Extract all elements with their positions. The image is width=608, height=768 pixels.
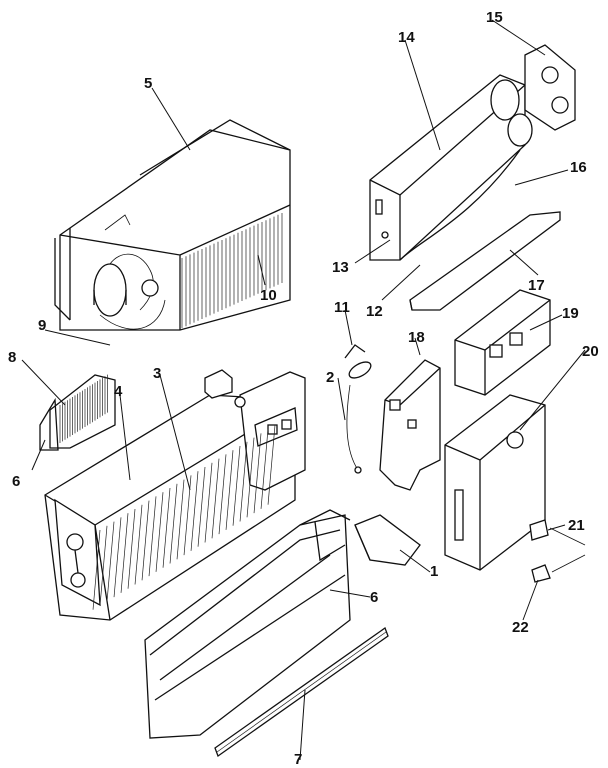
vent-plate — [524, 44, 576, 131]
coil-fin — [155, 492, 164, 572]
callout-13: 13 — [332, 259, 349, 276]
evaporator-coil — [92, 424, 276, 610]
callout-3: 7 — [294, 751, 302, 768]
coil-fin — [148, 496, 157, 577]
coil-fin — [92, 529, 101, 610]
small-coil-assembly — [39, 374, 116, 451]
coil-fin — [239, 441, 248, 522]
leader-lines — [21, 19, 586, 761]
front-grille — [144, 509, 351, 739]
callout-22: 22 — [512, 619, 529, 636]
callout-6-top: 5 — [144, 75, 152, 92]
coil-fin — [176, 479, 185, 560]
chassis-assembly — [54, 119, 291, 331]
callout-14: 14 — [398, 29, 415, 46]
main-unit — [44, 369, 306, 621]
motor-parts — [344, 344, 372, 474]
housing-top — [369, 74, 533, 261]
callout-21: 21 — [568, 517, 585, 534]
compressor-icon — [93, 263, 127, 317]
coil-fin — [127, 508, 136, 589]
discharge-louver — [214, 626, 389, 758]
coil-fin — [225, 450, 234, 530]
callout-8: 9 — [38, 317, 46, 334]
coil-fin — [232, 445, 241, 526]
coil-fin — [106, 521, 115, 602]
small-coil-fins — [59, 374, 108, 443]
control-panel — [454, 289, 551, 396]
callout-5: 4 — [114, 383, 123, 400]
drain-tray — [409, 211, 561, 311]
coil-fin — [134, 504, 143, 585]
mounting-bracket — [379, 359, 441, 491]
fan-motor-icon — [141, 279, 159, 297]
callout-11: 11 — [334, 299, 350, 316]
coil-fin — [162, 487, 171, 568]
coil-fin — [190, 471, 199, 551]
coil-fin — [204, 462, 213, 543]
coil-fin — [246, 437, 255, 518]
coil-fin — [169, 483, 178, 564]
callout-19: 19 — [562, 305, 579, 322]
callout-6-left: 6 — [12, 473, 20, 490]
coil-fin — [120, 513, 129, 593]
callout-2: 6 — [370, 589, 378, 606]
callout-15: 15 — [486, 9, 503, 26]
coil-fin — [141, 500, 150, 581]
coil-fin — [253, 433, 262, 514]
coil-fin — [267, 424, 276, 505]
coil-fin — [211, 458, 220, 539]
callout-18: 18 — [408, 329, 425, 346]
small-hardware — [529, 519, 586, 583]
callout-10: 2 — [326, 369, 334, 386]
callout-12: 12 — [366, 303, 383, 320]
callout-20: 20 — [582, 343, 599, 360]
coil-fin — [99, 525, 108, 606]
coil-fin — [197, 466, 206, 547]
callout-16: 16 — [570, 159, 587, 176]
callout-labels: 5 9 10 8 6 4 3 14 15 16 17 13 12 11 18 2… — [8, 9, 599, 768]
control-box — [444, 394, 546, 571]
coil-fin — [260, 429, 269, 509]
callout-4: 3 — [153, 365, 161, 382]
coil-fin — [218, 454, 227, 535]
coil-fin — [113, 517, 122, 598]
condenser-coil — [181, 213, 283, 328]
callout-7: 8 — [8, 349, 16, 366]
callout-9: 10 — [260, 287, 277, 304]
callout-17: 17 — [528, 277, 545, 294]
callout-1: 1 — [430, 563, 438, 580]
